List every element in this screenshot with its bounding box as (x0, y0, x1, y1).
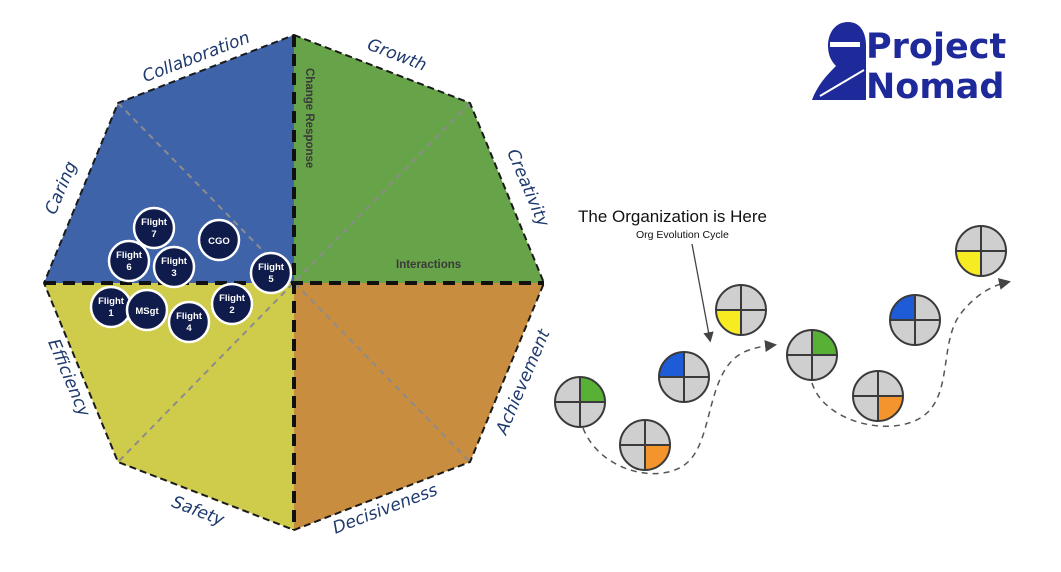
diagonal-line-b (117, 102, 471, 463)
token-line: 5 (268, 274, 274, 285)
cycle-path-2 (811, 278, 1011, 427)
token-line: Flight (176, 311, 203, 322)
token-line: 3 (171, 268, 176, 279)
evolution-title: The Organization is Here (578, 207, 767, 226)
token-msgt: MSgt (125, 288, 169, 332)
cycle-circle-green-1 (554, 376, 606, 428)
token-line: Flight (258, 262, 285, 273)
token-flight7: Flight 7 (132, 206, 176, 250)
logo-line-1: Project (866, 27, 1006, 67)
token-flight1: Flight 1 (89, 285, 133, 329)
token-line: 6 (126, 262, 131, 273)
diagonal-line-a (117, 102, 471, 463)
interactions-label: Interactions (396, 259, 461, 271)
token-line: 2 (229, 305, 234, 316)
token-flight6: Flight 6 (107, 239, 151, 283)
quadrant-blue (44, 35, 294, 283)
cycle-circle-orange-2 (852, 370, 904, 422)
token-line: Flight (116, 250, 143, 261)
logo-line-2: Nomad (866, 67, 1004, 107)
token-line: CGO (208, 236, 230, 247)
token-line: Flight (219, 293, 246, 304)
quadrant-orange (294, 283, 544, 530)
token-line: MSgt (135, 306, 159, 317)
token-flight4: Flight 4 (167, 300, 211, 344)
quadrant-yellow (44, 283, 294, 530)
token-line: Flight (161, 256, 188, 267)
change-response-label: Change Response (303, 68, 315, 168)
token-flight3: Flight 3 (152, 245, 196, 289)
cycle-circle-blue-1 (658, 351, 710, 403)
octagon: Change Response Interactions Collaborati… (41, 28, 555, 539)
token-flight5: Flight 5 (249, 251, 293, 295)
cycle-circle-yellow-2 (955, 225, 1007, 277)
cycle-circle-blue-2 (889, 294, 941, 346)
cycle-circle-green-2 (786, 329, 838, 381)
cycle-circle-yellow-1 (715, 284, 767, 336)
token-flight2: Flight 2 (210, 282, 254, 326)
quadrant-green (294, 35, 544, 283)
pointer-arrow (691, 243, 714, 343)
token-line: 4 (186, 323, 192, 334)
tokens: Flight 7 CGO Flight 6 Flight 3 Flight 5 … (89, 206, 293, 344)
token-line: Flight (98, 296, 125, 307)
cycle-path-1 (582, 340, 777, 475)
cycle-circle-orange-1 (619, 419, 671, 471)
org-evolution-cycle: The Organization is Here Org Evolution C… (554, 207, 1011, 475)
evolution-subtitle: Org Evolution Cycle (636, 229, 729, 241)
token-cgo: CGO (197, 218, 241, 262)
token-line: Flight (141, 217, 168, 228)
nomad-figure-icon (812, 22, 866, 100)
token-line: 7 (151, 229, 156, 240)
project-nomad-logo: Project Nomad (812, 22, 1006, 107)
token-line: 1 (108, 308, 114, 319)
